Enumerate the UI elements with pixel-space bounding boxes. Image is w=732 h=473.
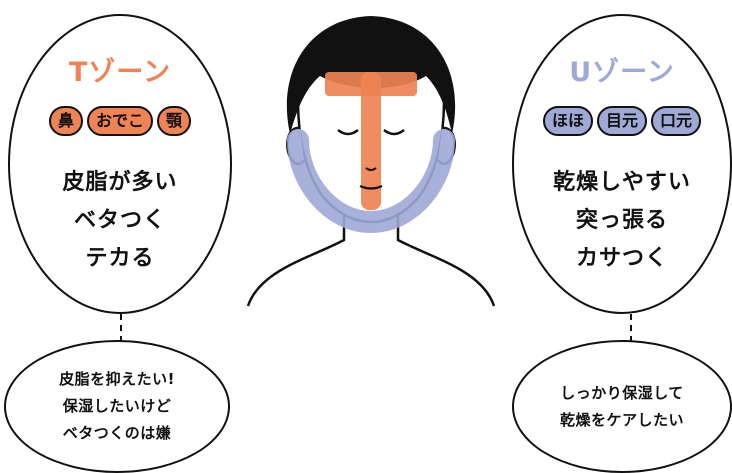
t-note-line-3: ベタつくのは嫌 [62, 424, 172, 442]
nose [365, 167, 377, 171]
t-zone-note: 皮脂を抑えたい! 保湿したいけど ベタつくのは嫌 [4, 340, 230, 473]
u-zone-title: Uゾーン [569, 57, 675, 88]
u-trait-tight: 突っ張る [575, 208, 668, 233]
u-zone-bubble: Uゾーン ほほ 目元 口元 乾燥しやすい 突っ張る カサつく [512, 14, 732, 314]
u-zone-tags: ほほ 目元 口元 [514, 106, 730, 136]
u-note-line-1: しっかり保湿して [560, 383, 684, 402]
tag-chin: 顎 [157, 106, 192, 136]
t-note-line-1: 皮脂を抑えたい! [59, 370, 175, 388]
shoulders-outline [246, 208, 496, 307]
tag-mouth-area: 口元 [651, 106, 702, 136]
u-zone-connector [630, 314, 632, 342]
t-zone-title: Tゾーン [68, 57, 172, 88]
tag-nose: 鼻 [48, 106, 83, 136]
t-trait-shiny: テカる [85, 246, 155, 271]
left-eye [337, 128, 359, 136]
u-zone-highlight [287, 129, 455, 234]
mouth [359, 184, 383, 190]
tag-forehead: おでこ [86, 106, 153, 136]
t-note-line-2: 保湿したいけど [62, 397, 172, 415]
face-illustration [246, 16, 496, 307]
t-zone-bubble: Tゾーン 鼻 おでこ 顎 皮脂が多い ベタつく テカる [8, 14, 232, 314]
t-zone-tags: 鼻 おでこ 顎 [10, 106, 230, 136]
u-zone-traits: 乾燥しやすい 突っ張る カサつく [514, 164, 730, 278]
t-zone-connector [120, 314, 122, 342]
right-eye [383, 128, 405, 136]
u-trait-flaky: カサつく [575, 246, 668, 271]
t-trait-oily: 皮脂が多い [62, 170, 178, 195]
tag-cheeks: ほほ [542, 106, 593, 136]
t-zone-nose-bar [361, 72, 381, 210]
u-trait-dry: 乾燥しやすい [553, 170, 691, 195]
u-zone-note: しっかり保湿して 乾燥をケアしたい [512, 340, 732, 473]
tag-eye-area: 目元 [596, 106, 647, 136]
t-zone-traits: 皮脂が多い ベタつく テカる [10, 164, 230, 278]
u-note-line-2: 乾燥をケアしたい [559, 410, 684, 429]
t-trait-sticky: ベタつく [73, 208, 166, 233]
